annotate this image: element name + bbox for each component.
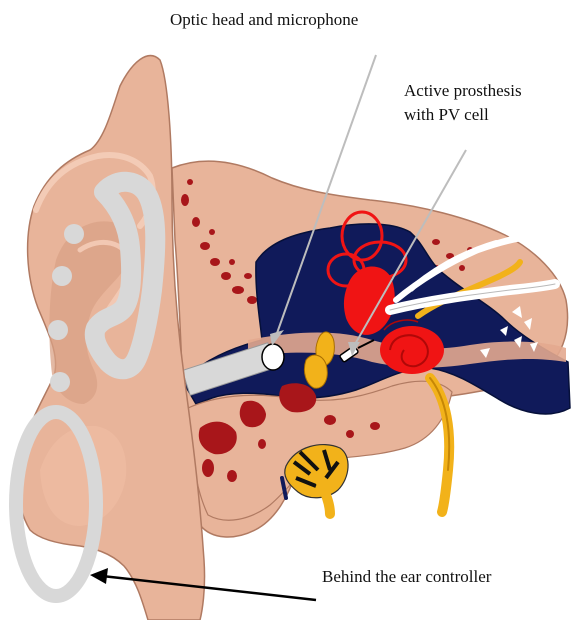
bte-leader-arrow-line <box>102 576 316 600</box>
active-prosthesis-label-line2: with PV cell <box>404 104 489 126</box>
bte-leader-arrowhead <box>90 568 108 584</box>
optic-head-label: Optic head and microphone <box>170 9 358 31</box>
pinna <box>18 56 205 620</box>
bte-controller-label: Behind the ear controller <box>322 566 491 588</box>
active-prosthesis-label-line1: Active prosthesis <box>404 80 522 102</box>
